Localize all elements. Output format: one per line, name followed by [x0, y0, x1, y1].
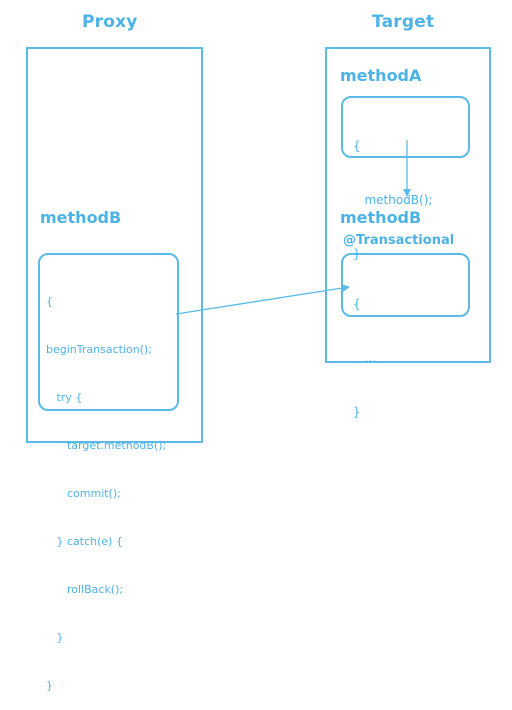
proxy-container	[26, 47, 203, 443]
proxy-title: Proxy	[82, 12, 138, 32]
code-line: {	[353, 139, 361, 153]
code-line: target.methodB();	[46, 439, 167, 452]
code-line: }	[353, 405, 361, 419]
code-line: …	[353, 351, 377, 365]
delegate-arrow-proxy-to-target	[175, 284, 350, 315]
proxy-code-box	[38, 253, 179, 411]
target-container	[325, 47, 491, 363]
transactional-annotation: @Transactional	[343, 233, 455, 248]
target-methodA-label: methodA	[340, 66, 422, 85]
code-line: }	[46, 679, 53, 692]
methodA-code-box	[341, 96, 470, 158]
code-line: }	[46, 631, 64, 644]
code-line: {	[46, 295, 53, 308]
code-line: {	[353, 297, 361, 311]
code-line: beginTransaction();	[46, 343, 152, 356]
code-line: } catch(e) {	[46, 535, 123, 548]
arrows-layer	[175, 140, 411, 315]
target-methodB-label: methodB	[340, 208, 422, 227]
target-title: Target	[372, 12, 435, 32]
methodB-code-block: { … }	[353, 259, 376, 439]
code-line: try {	[46, 391, 83, 404]
proxy-methodB-label: methodB	[40, 208, 122, 227]
code-line: commit();	[46, 487, 121, 500]
code-line: rollBack();	[46, 583, 124, 596]
code-line: methodB();	[353, 193, 433, 207]
